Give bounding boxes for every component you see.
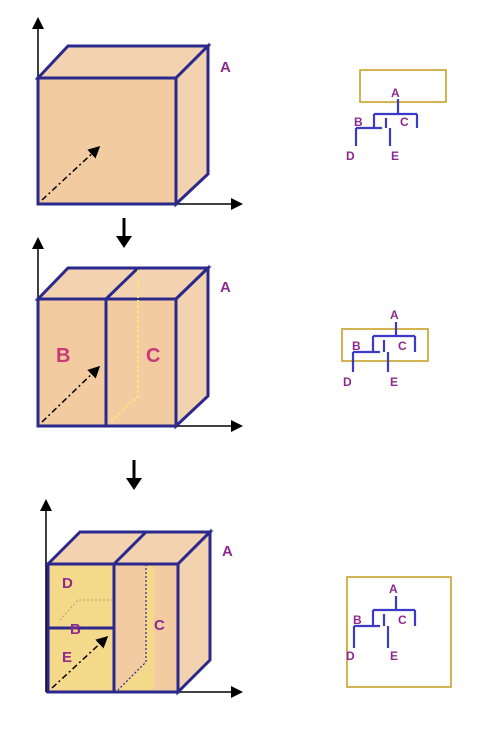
cube-3-label-b: B [70,621,81,638]
cube-2-depth-arrow [41,365,101,423]
tree-2-node-a: A [390,308,399,322]
tree-1-edges [354,99,419,146]
tree-3-highlight-box [346,576,452,688]
down-arrow-icon [116,218,132,248]
cube-3-hidden-plane [59,599,112,621]
panel-1: A A B C D E [32,17,447,210]
cube-3-label-e: E [62,649,72,666]
cube-2-label-b: B [56,345,70,367]
cube-2-hidden-plane [109,270,139,423]
tree-1-node-d: D [346,149,355,163]
tree-1: A B C D E [346,69,447,163]
cube-3-region-c-inner [118,566,154,690]
cube-3-region-d [50,566,112,627]
cube-2-label-a: A [220,279,231,296]
tree-3-node-c: C [398,613,407,627]
cube-3-region-c [154,566,176,690]
tree-2-node-d: D [343,375,352,389]
cube-2-region-b [36,297,108,428]
cube-2-top-split [104,266,140,301]
cube-2-region-c [104,297,178,428]
tree-2: A B C D E [341,308,429,389]
panel-2: B C A A B C D E [32,237,429,432]
cube-3-inner-plane [117,564,147,691]
cube-3-depth-arrow [51,635,109,689]
cube-1-label-a: A [220,59,231,76]
tree-3: A B C D E [346,576,452,688]
tree-1-node-e: E [391,149,399,163]
tree-3-edges [352,596,417,648]
tree-3-node-a: A [389,582,398,596]
tree-3-node-d: D [346,649,355,663]
cube-3-label-a: A [222,543,233,560]
tree-3-node-b: B [353,613,362,627]
tree-1-node-c: C [400,115,409,129]
tree-2-highlight-box [341,328,429,362]
tree-2-node-b: B [352,339,361,353]
cube-2: B C A [32,237,243,432]
cube-1: A [32,17,243,210]
tree-1-highlight-box [359,69,447,103]
cube-2-label-c: C [146,345,160,367]
cube-3-top-split [112,530,148,566]
tree-1-node-b: B [354,115,363,129]
down-arrow-icon [126,460,142,490]
panel-3: D B E C A A B C D E [40,499,452,698]
tree-2-node-c: C [398,339,407,353]
cube-3-label-c: C [154,617,165,634]
cube-3-label-d: D [62,575,73,592]
cube-3: D B E C A [40,499,243,698]
cube-1-depth-arrow [41,145,101,201]
tree-1-node-a: A [391,86,400,100]
tree-2-edges [351,322,417,372]
tree-3-node-e: E [390,649,398,663]
tree-2-node-e: E [390,375,398,389]
cube-1-front-face [36,76,178,206]
